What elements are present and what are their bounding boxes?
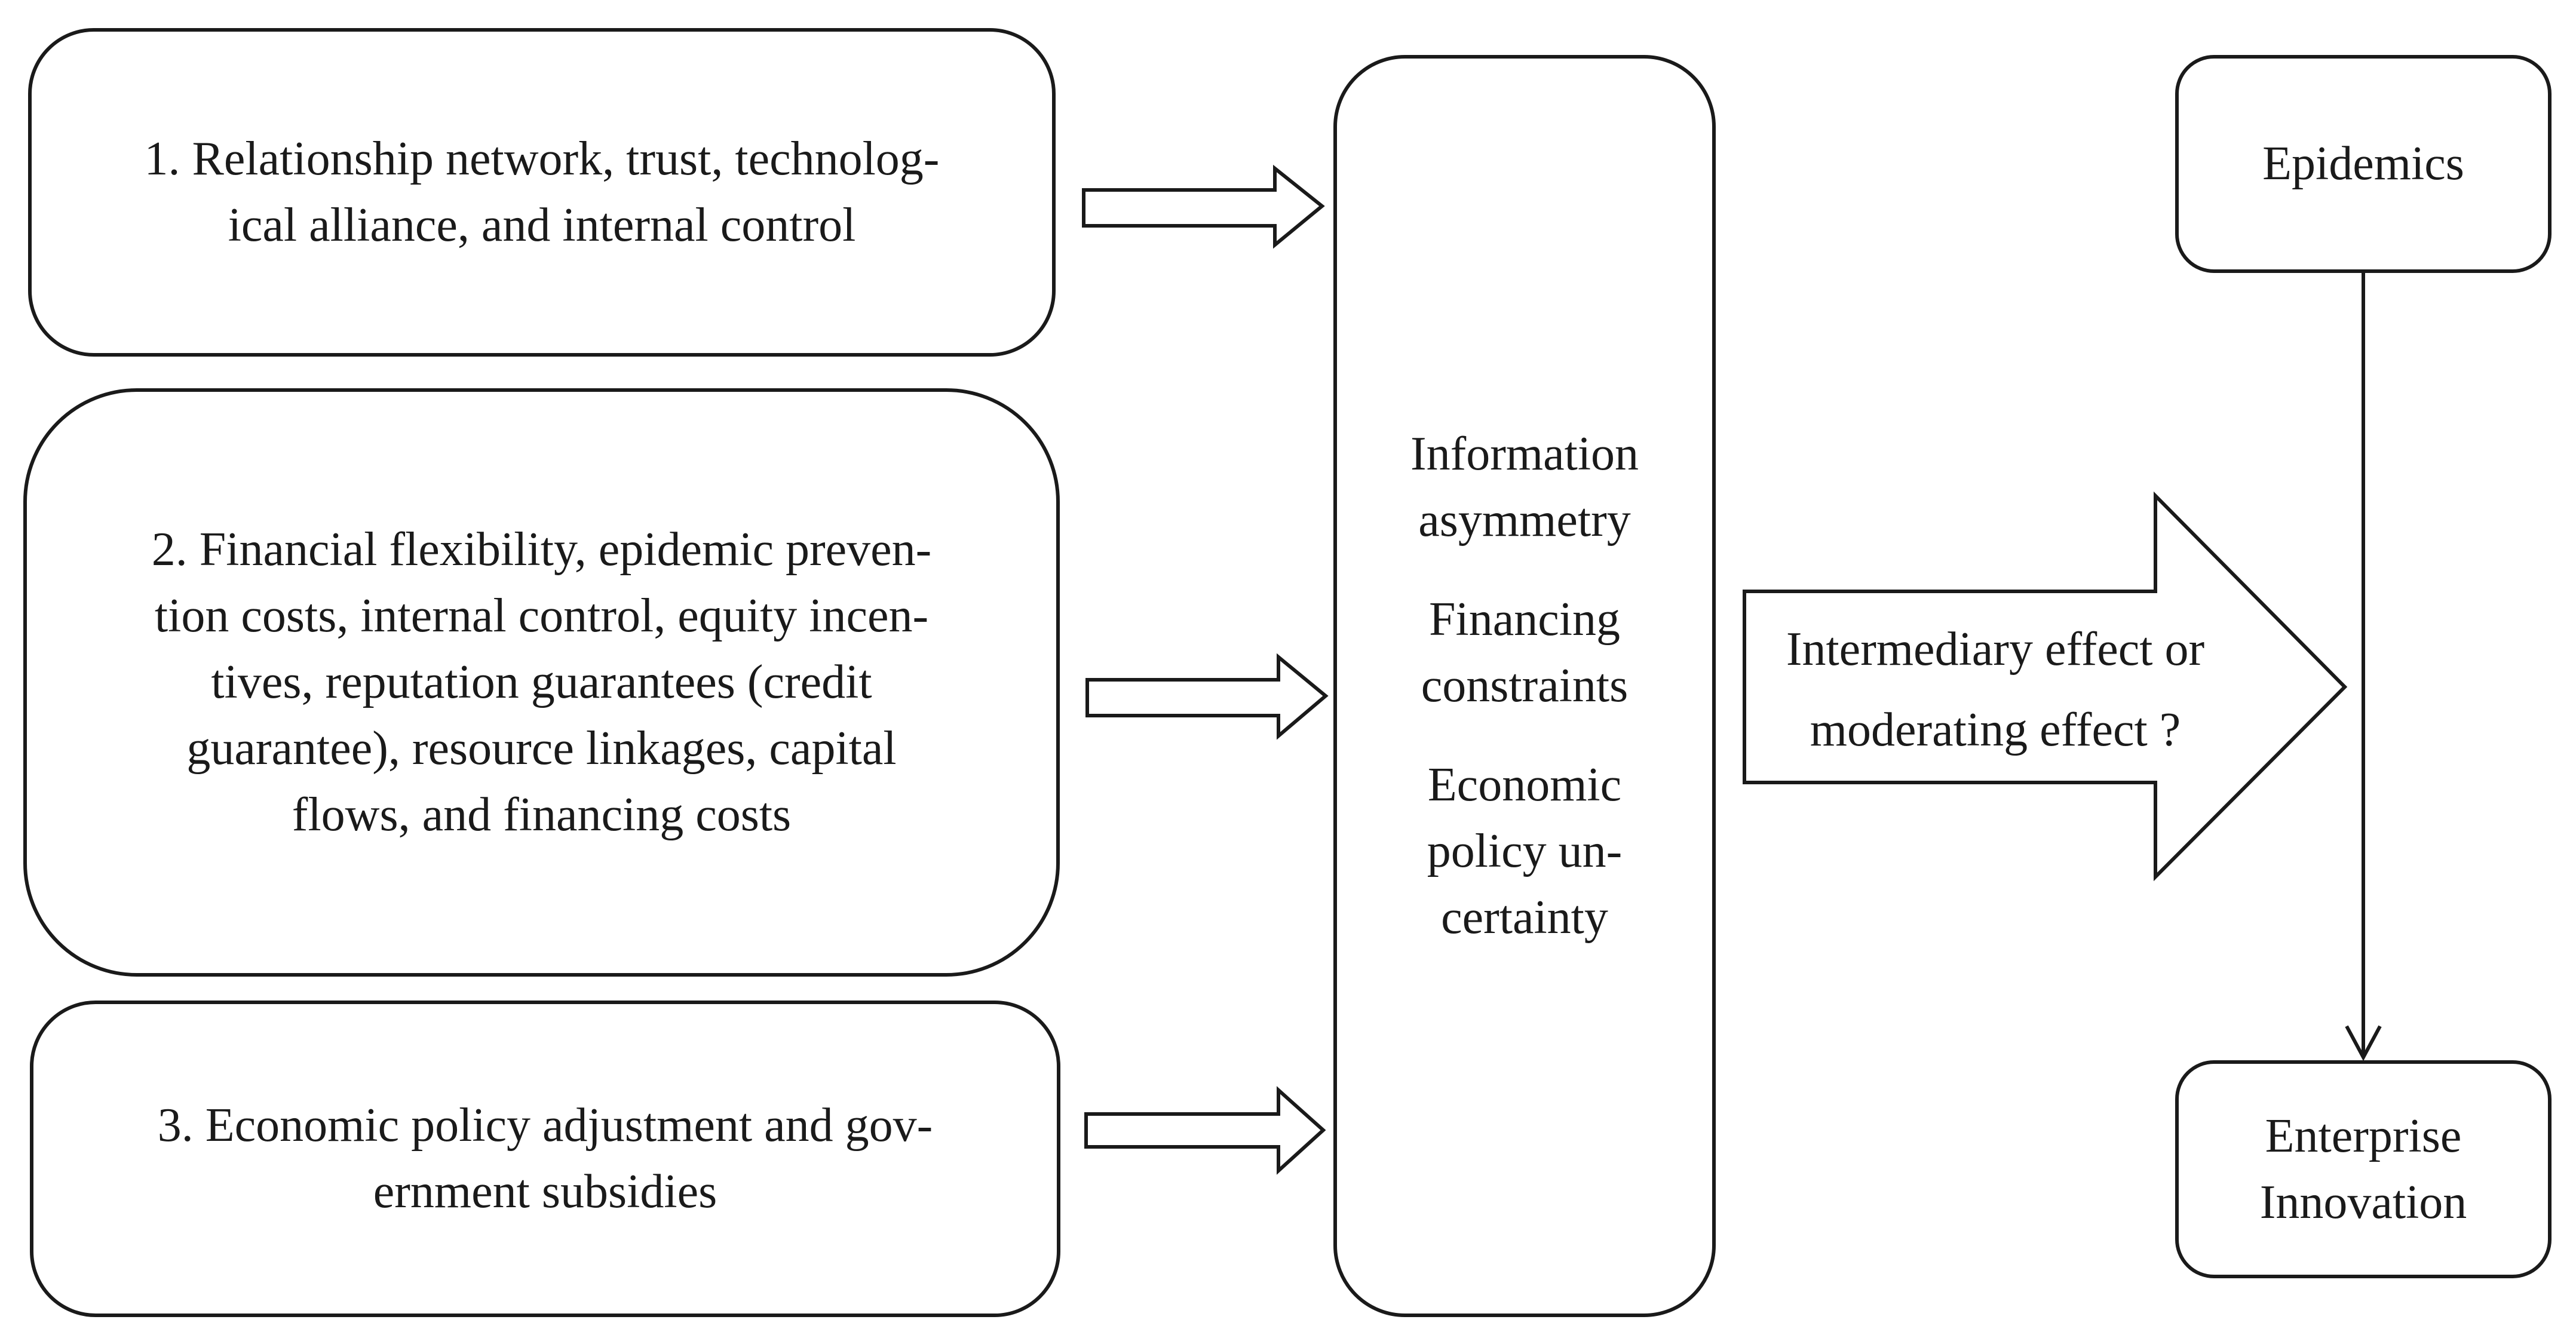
factor-box-3-line: 3. Economic policy adjustment and gov- (157, 1099, 933, 1152)
factor-box-2-line: flows, and financing costs (292, 788, 792, 841)
enterprise-innovation-line: Innovation (2259, 1176, 2467, 1229)
factor-box-1-line: ical alliance, and internal control (228, 199, 856, 251)
big-arrow-label: Intermediary effect or moderating effect… (1750, 609, 2240, 771)
mechanism-financing-constraints: Financing constraints (1410, 587, 1639, 719)
factor-box-1-line: 1. Relationship network, trust, technolo… (144, 133, 940, 185)
big-arrow-label-line: Intermediary effect or (1786, 623, 2205, 676)
epidemics-box: Epidemics (2175, 55, 2552, 273)
mechanism-line: Economic (1427, 759, 1622, 811)
block-arrow-2 (1085, 653, 1329, 740)
factor-box-1: 1. Relationship network, trust, technolo… (28, 28, 1056, 357)
factor-box-1-text: 1. Relationship network, trust, technolo… (145, 126, 940, 259)
mechanism-line: certainty (1441, 891, 1608, 944)
mechanism-line: asymmetry (1418, 494, 1631, 547)
factor-box-3-text: 3. Economic policy adjustment and gov- e… (158, 1093, 933, 1225)
factor-box-3-line: ernment subsidies (373, 1165, 717, 1218)
factor-box-2-line: guarantee), resource linkages, capital (186, 722, 897, 775)
big-arrow (1743, 491, 2348, 882)
factor-box-2-line: 2. Financial flexibility, epidemic preve… (151, 523, 932, 576)
block-arrow-1 (1082, 164, 1325, 249)
enterprise-innovation-box: Enterprise Innovation (2175, 1060, 2552, 1278)
mechanism-line: Financing (1429, 593, 1620, 646)
factor-box-2-text: 2. Financial flexibility, epidemic preve… (152, 517, 932, 848)
factor-box-2-line: tion costs, internal control, equity inc… (154, 590, 929, 642)
mechanism-line: constraints (1421, 659, 1629, 712)
epidemics-to-innovation-arrowhead (2345, 1025, 2382, 1061)
big-arrow-label-line: moderating effect ? (1810, 704, 2181, 756)
factor-box-2-line: tives, reputation guarantees (credit (211, 656, 872, 708)
factor-box-2: 2. Financial flexibility, epidemic preve… (23, 388, 1060, 977)
mechanism-box-text: Information asymmetry Financing constrai… (1410, 388, 1639, 984)
mechanism-box: Information asymmetry Financing constrai… (1333, 55, 1716, 1317)
mechanism-information-asymmetry: Information asymmetry (1410, 421, 1639, 554)
block-arrow-3 (1084, 1086, 1326, 1175)
factor-box-3: 3. Economic policy adjustment and gov- e… (30, 1001, 1060, 1317)
mechanism-economic-policy-uncertainty: Economic policy un- certainty (1410, 752, 1639, 951)
epidemics-label: Epidemics (2262, 137, 2464, 190)
enterprise-innovation-line: Enterprise (2265, 1109, 2462, 1162)
mechanism-line: Information (1410, 428, 1639, 480)
mechanism-line: policy un- (1427, 825, 1623, 877)
enterprise-innovation-text: Enterprise Innovation (2260, 1103, 2467, 1236)
